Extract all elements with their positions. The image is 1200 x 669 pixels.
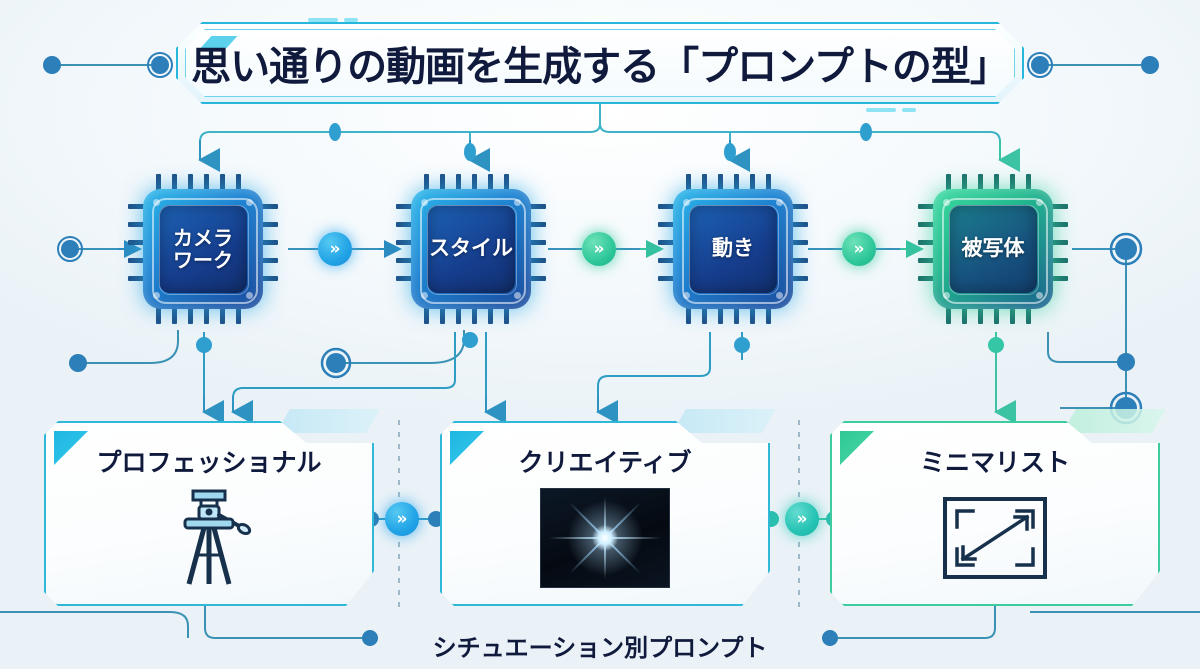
expand-frame-icon	[943, 497, 1047, 579]
situation-connector-2-chevron-icon[interactable]: »	[785, 502, 819, 536]
chip-die	[689, 205, 777, 293]
situation-card-minimalist[interactable]: ミニマリスト	[830, 409, 1166, 606]
chip-ring-inner	[689, 205, 779, 295]
title-dash-b	[344, 18, 358, 22]
situation-card-professional[interactable]: プロフェッショナル	[44, 409, 380, 606]
pipeline-node-style[interactable]: スタイル	[396, 174, 546, 324]
chip-label: 被写体	[933, 189, 1053, 309]
card-artwork	[44, 483, 374, 593]
title-frame-inner	[185, 29, 1015, 97]
card-artwork	[830, 483, 1160, 593]
title-dash-c	[866, 108, 896, 112]
chip-label-line2: ワーク	[173, 248, 233, 272]
card-tab	[276, 409, 380, 433]
pipeline-node-motion[interactable]: 動き	[658, 174, 808, 324]
tripod-icon	[183, 489, 252, 585]
chip-label-line1: 被写体	[961, 236, 1025, 261]
situation-connector-1-chevron-icon[interactable]: »	[385, 502, 419, 536]
title-text: 思い通りの動画を生成する「プロンプトの型」	[191, 44, 1010, 90]
chip-label: カメラ ワーク	[143, 189, 263, 309]
situations-caption: シチュエーション別プロンプト	[432, 634, 768, 662]
pipeline-connector-3-chevron-icon[interactable]: »	[842, 232, 876, 266]
pipeline-connector-1-chevron-icon[interactable]: »	[318, 232, 352, 266]
pipeline-node-camera-work[interactable]: カメラ ワーク	[128, 174, 278, 324]
chip-ring-inner	[159, 205, 249, 295]
card-tab	[672, 409, 776, 433]
chip-ring-inner	[427, 205, 517, 295]
chip-label: 動き	[673, 189, 793, 309]
chip-ring-inner	[949, 205, 1039, 295]
chip-ring-outer	[682, 198, 788, 304]
chip-ring-outer	[942, 198, 1048, 304]
chip-die	[949, 205, 1037, 293]
chip-label: スタイル	[411, 189, 531, 309]
title-dash-d	[902, 108, 916, 112]
chip-die	[427, 205, 515, 293]
chip-label-line1: 動き	[712, 236, 754, 261]
chip-ring-outer	[420, 198, 526, 304]
page-title: 思い通りの動画を生成する「プロンプトの型」	[176, 18, 1024, 112]
situation-card-creative[interactable]: クリエイティブ	[440, 409, 776, 606]
card-tab	[1062, 409, 1166, 433]
card-title: プロフェッショナル	[96, 448, 322, 477]
chip-die	[159, 205, 247, 293]
pipeline-node-subject[interactable]: 被写体	[918, 174, 1068, 324]
card-shell	[830, 421, 1160, 606]
chip-ring-outer	[152, 198, 258, 304]
chip-label-line1: カメラ	[173, 225, 233, 250]
pipeline-connector-2-chevron-icon[interactable]: »	[582, 232, 616, 266]
card-artwork	[440, 483, 770, 593]
card-title: クリエイティブ	[518, 448, 692, 477]
card-title: ミニマリスト	[919, 448, 1070, 477]
title-dash-a	[308, 18, 338, 22]
chip-label-line1: スタイル	[429, 236, 513, 261]
lens-flare-image	[540, 488, 670, 588]
